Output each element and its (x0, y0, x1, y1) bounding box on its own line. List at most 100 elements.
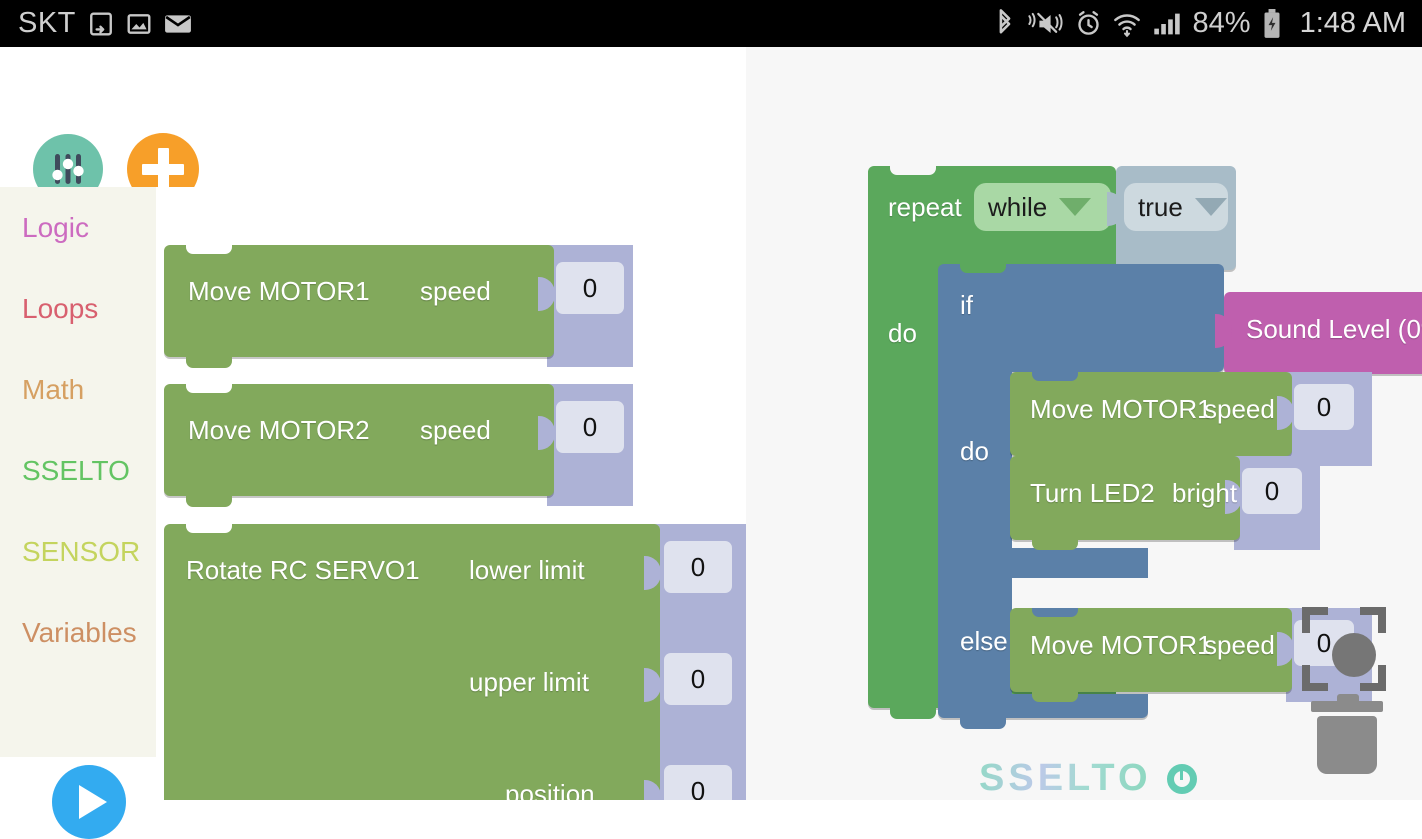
gallery-icon (126, 11, 152, 37)
if-spine (938, 364, 1012, 704)
category-label: Logic (22, 212, 89, 243)
block-title: Rotate RC SERVO1 (186, 555, 420, 585)
drag-handle[interactable] (1302, 607, 1386, 691)
block-field-label: speed (1204, 630, 1275, 660)
notch-bottom (186, 496, 232, 507)
socket-connector (1107, 192, 1124, 226)
block-body (1224, 292, 1422, 374)
category-label: Math (22, 374, 85, 405)
trash-can (1317, 716, 1377, 774)
notch-bottom (890, 708, 936, 719)
repeat-mode-dropdown[interactable]: while (974, 183, 1111, 231)
mail-icon (164, 11, 192, 37)
block-body (164, 384, 554, 496)
value-input-position[interactable]: 0 (664, 765, 732, 800)
value-input-speed[interactable]: 0 (1294, 384, 1354, 430)
trash-lid (1311, 701, 1383, 712)
run-button[interactable] (52, 765, 126, 839)
socket-connector-position (644, 780, 661, 800)
socket-connector-lower (644, 556, 661, 590)
play-icon (79, 785, 107, 819)
status-bar-right: 84% 1:48 AM (995, 7, 1422, 40)
value-input-speed[interactable]: 0 (556, 401, 624, 453)
notch-top (186, 245, 232, 254)
value-input-bright[interactable]: 0 (1242, 468, 1302, 514)
value-input-upper-limit[interactable]: 0 (664, 653, 732, 705)
status-bar-left: SKT (0, 7, 192, 40)
notch-top (186, 524, 232, 533)
battery-charging-icon (1262, 8, 1282, 39)
power-ring-icon (1167, 764, 1197, 794)
status-bar: SKT 84% (0, 0, 1422, 47)
plus-icon-vertical (157, 148, 169, 190)
trash-handle (1337, 694, 1359, 703)
socket-connector (1225, 480, 1242, 514)
category-loops[interactable]: Loops (22, 294, 98, 324)
notch-top (1032, 372, 1078, 381)
block-title: Move MOTOR1 (188, 276, 370, 306)
block-field-label-position: position (505, 779, 595, 800)
notch-bottom (1032, 692, 1078, 702)
value-input-lower-limit[interactable]: 0 (664, 541, 732, 593)
dropdown-value: while (988, 191, 1048, 222)
socket-connector (1277, 632, 1294, 666)
screen-share-icon (88, 11, 114, 37)
else-label: else (960, 626, 1008, 656)
notch-top (960, 264, 1006, 273)
value-text: 0 (582, 411, 598, 442)
category-variables[interactable]: Variables (22, 618, 137, 648)
block-field-label-lower: lower limit (469, 555, 585, 585)
signal-icon (1152, 11, 1182, 37)
block-palette[interactable]: Move MOTOR1 speed 0 Move MOTOR2 speed 0 (156, 187, 746, 800)
chevron-down-icon (1194, 198, 1227, 216)
clock-label: 1:48 AM (1299, 7, 1406, 39)
carrier-label: SKT (18, 7, 76, 39)
repeat-spine (868, 262, 938, 690)
category-math[interactable]: Math (22, 375, 84, 405)
dropdown-value: true (1138, 191, 1183, 222)
category-label: SSELTO (22, 455, 130, 486)
notch-top (890, 166, 936, 175)
category-label: Variables (22, 617, 137, 648)
do-label: do (960, 436, 989, 466)
if-middle-bar (938, 548, 1148, 578)
socket-connector (1215, 314, 1232, 348)
trash-icon[interactable] (1311, 692, 1383, 774)
drag-handle-dot[interactable] (1332, 633, 1376, 677)
notch-top (1032, 608, 1078, 617)
category-sensor[interactable]: SENSOR (22, 537, 140, 567)
category-logic[interactable]: Logic (22, 213, 89, 243)
notch-bottom (1032, 540, 1078, 550)
repeat-do-label: do (888, 318, 917, 348)
block-body (1010, 608, 1292, 692)
notch-top (1032, 456, 1078, 465)
category-sselto[interactable]: SSELTO (22, 456, 130, 486)
block-title: Turn LED2 (1030, 478, 1155, 508)
category-label: Loops (22, 293, 99, 324)
value-text: 0 (582, 272, 598, 303)
app-root: Logic Loops Math SSELTO SENSOR Variables… (0, 47, 1422, 839)
block-body (164, 524, 660, 800)
category-list: Logic Loops Math SSELTO SENSOR Variables (0, 187, 156, 757)
value-text: 0 (690, 663, 706, 694)
notch-bottom (186, 357, 232, 368)
value-text: 0 (1264, 475, 1280, 506)
wifi-icon (1113, 10, 1141, 38)
socket-connector (538, 277, 555, 311)
block-title: Move MOTOR1 (1030, 630, 1212, 660)
category-label: SENSOR (22, 536, 141, 567)
value-input-speed[interactable]: 0 (556, 262, 624, 314)
value-text: 0 (1316, 627, 1332, 658)
boolean-value-dropdown[interactable]: true (1124, 183, 1228, 231)
block-body (1010, 456, 1240, 540)
block-body (164, 245, 554, 357)
block-title: Move MOTOR1 (1030, 394, 1212, 424)
block-field-label: speed (420, 415, 491, 445)
selection-corner-top-left (1302, 607, 1328, 633)
value-text: 0 (690, 551, 706, 582)
bluetooth-icon (995, 8, 1015, 39)
vibrate-mute-icon (1026, 10, 1064, 38)
chevron-down-icon (1059, 198, 1092, 216)
socket-connector-upper (644, 668, 661, 702)
selection-corner-top-right (1360, 607, 1386, 633)
